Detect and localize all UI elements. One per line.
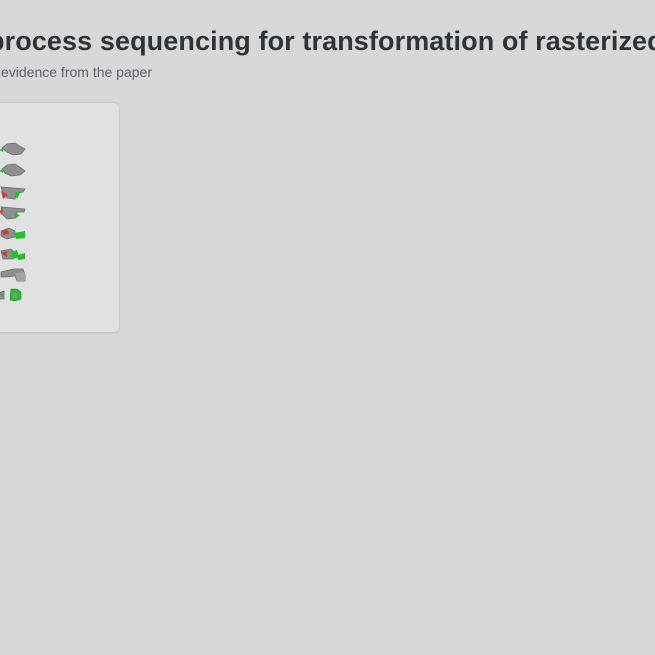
page-subtitle: evidence from the paper xyxy=(1,64,152,80)
figure-card xyxy=(0,102,120,333)
step-4-part xyxy=(0,206,26,220)
step-1-part xyxy=(0,142,26,156)
step-3-part xyxy=(0,186,26,200)
process-sequence-figure xyxy=(0,142,26,302)
step-7-part xyxy=(0,268,26,282)
step-5-part xyxy=(0,227,25,240)
step-8-part xyxy=(0,288,22,302)
page-title: process sequencing for transformation of… xyxy=(0,26,655,56)
step-2-part xyxy=(0,163,26,177)
step-6-part xyxy=(0,248,25,260)
